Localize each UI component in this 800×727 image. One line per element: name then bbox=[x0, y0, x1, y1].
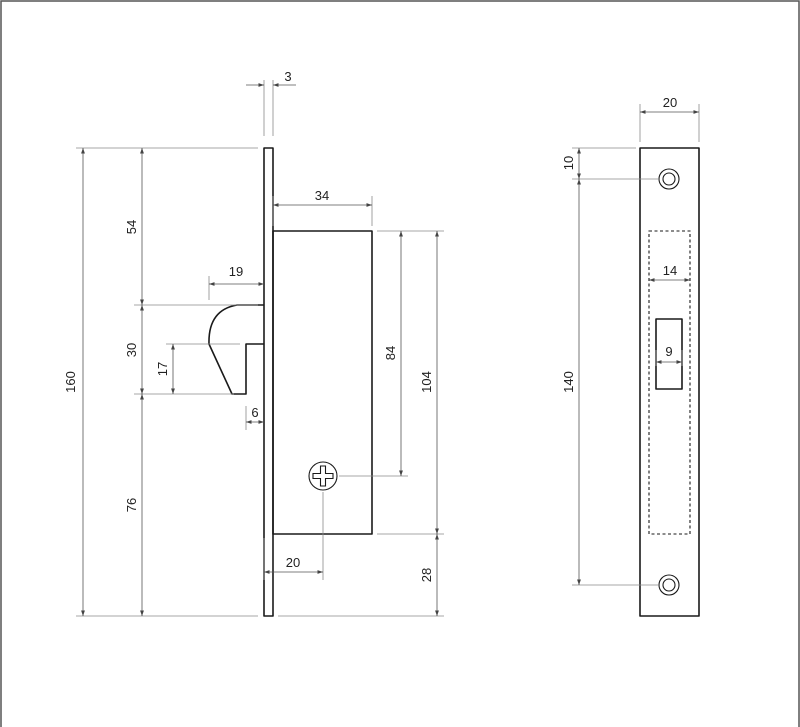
dim-screw-to-case-top: 84 bbox=[383, 346, 398, 360]
side-dimension-lines bbox=[81, 83, 439, 616]
top-screw-hole-icon bbox=[658, 168, 680, 190]
side-view: 160 54 30 76 17 19 3 34 6 84 104 28 20 bbox=[63, 69, 444, 617]
hook-bolt bbox=[208, 304, 264, 395]
front-extension-lines bbox=[572, 104, 700, 586]
dim-hook-throat: 6 bbox=[251, 405, 258, 420]
dim-case-width: 14 bbox=[663, 263, 677, 278]
front-dimension-lines bbox=[577, 110, 699, 585]
lock-case bbox=[272, 230, 373, 535]
dim-screw-offset: 20 bbox=[286, 555, 300, 570]
dim-hole-spacing: 140 bbox=[561, 371, 576, 393]
dim-slot-width: 9 bbox=[665, 344, 672, 359]
bottom-screw-hole-icon bbox=[658, 574, 680, 596]
dim-case-bottom-offset: 28 bbox=[419, 568, 434, 582]
dim-bottom-to-hook: 76 bbox=[124, 498, 139, 512]
dim-hook-inner: 17 bbox=[155, 362, 170, 376]
front-view: 20 10 140 14 9 bbox=[561, 95, 700, 617]
dim-case-depth: 34 bbox=[315, 188, 329, 203]
dim-hook-height: 30 bbox=[124, 343, 139, 357]
hidden-case-outline bbox=[648, 230, 691, 535]
side-extension-lines bbox=[76, 80, 444, 617]
dim-plate-width: 20 bbox=[663, 95, 677, 110]
dim-total-height: 160 bbox=[63, 371, 78, 393]
dim-hole-offset: 10 bbox=[561, 156, 576, 170]
dim-faceplate-thickness: 3 bbox=[284, 69, 291, 84]
dim-case-height: 104 bbox=[419, 371, 434, 393]
dim-hook-depth: 19 bbox=[229, 264, 243, 279]
front-faceplate bbox=[639, 147, 700, 617]
faceplate bbox=[263, 147, 274, 617]
screw-icon bbox=[308, 461, 338, 491]
dim-top-to-hook: 54 bbox=[124, 220, 139, 234]
